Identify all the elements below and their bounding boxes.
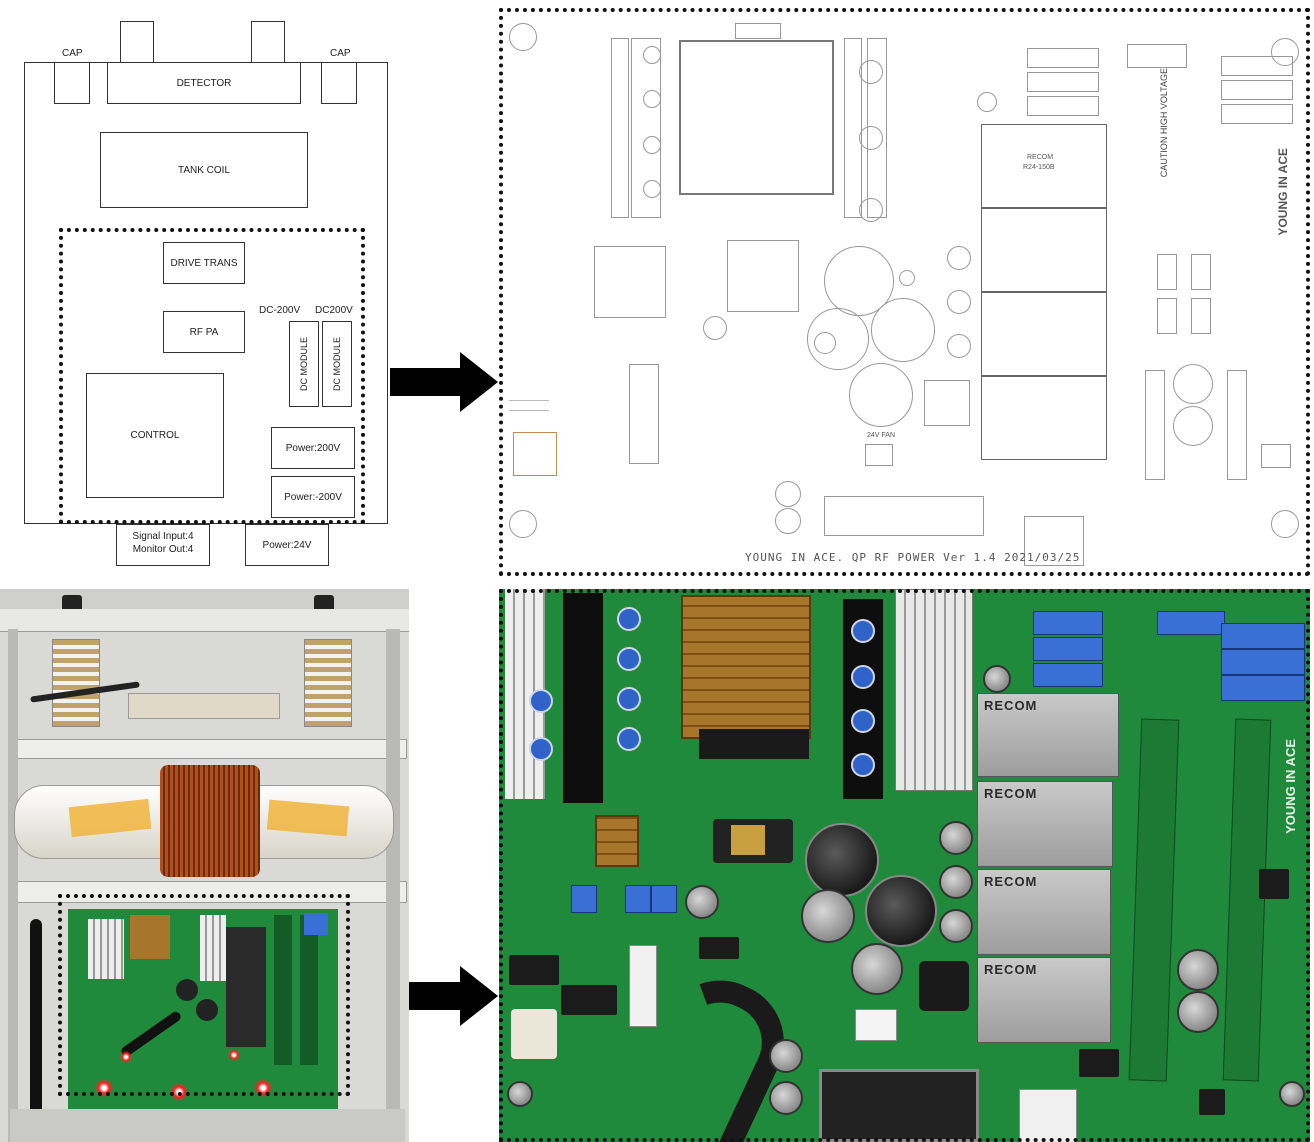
board-photo: RECOM RECOM RECOM RECOM YOUNG IN ACE bbox=[499, 589, 1310, 1142]
dc-module-2-box: DC MODULE bbox=[322, 321, 352, 407]
pcb-layout-frame bbox=[499, 8, 1310, 576]
drive-trans-label: DRIVE TRANS bbox=[170, 257, 238, 269]
power-200v-label: Power:200V bbox=[285, 442, 341, 454]
top-connector-left bbox=[120, 21, 154, 63]
monitor-out-label: Monitor Out:4 bbox=[132, 544, 194, 555]
power-minus-200v-label: Power:-200V bbox=[284, 491, 342, 503]
board-recom-label-2: RECOM bbox=[984, 786, 1038, 801]
power-200v-box: Power:200V bbox=[271, 427, 355, 469]
dc-minus-200v-label: DC-200V bbox=[259, 305, 301, 316]
detector-box: DETECTOR bbox=[107, 62, 301, 104]
pcb-recom-label: RECOM bbox=[1027, 154, 1054, 161]
board-photo-frame bbox=[499, 589, 1310, 1142]
rf-pa-label: RF PA bbox=[189, 326, 219, 338]
cap-right-box bbox=[321, 62, 357, 104]
board-recom-label-1: RECOM bbox=[984, 698, 1038, 713]
drive-trans-box: DRIVE TRANS bbox=[163, 242, 245, 284]
board-boundary bbox=[59, 228, 365, 524]
arrow-right-bottom bbox=[345, 966, 498, 1026]
power-minus-200v-box: Power:-200V bbox=[271, 476, 355, 518]
dc-200v-label: DC200V bbox=[315, 305, 353, 316]
board-recom-label-3: RECOM bbox=[984, 874, 1038, 889]
dc-module-1-label: DC MODULE bbox=[299, 336, 309, 391]
pcb-footer-text: YOUNG IN ACE. QP RF POWER Ver 1.4 2021/0… bbox=[745, 551, 1081, 564]
cap-left-box bbox=[54, 62, 90, 104]
enclosure-board-highlight bbox=[58, 894, 350, 1096]
dc-module-1-box: DC MODULE bbox=[289, 321, 319, 407]
rf-pa-box: RF PA bbox=[163, 311, 245, 353]
power-24v-label: Power:24V bbox=[262, 539, 312, 551]
pcb-fan-label: 24V FAN bbox=[867, 432, 896, 439]
detector-label: DETECTOR bbox=[176, 77, 232, 89]
tank-coil-label: TANK COIL bbox=[177, 164, 231, 176]
pcb-layout-drawing: RECOM R24-150B 24V FAN CAUTION HIGH VOLT… bbox=[499, 8, 1310, 576]
pcb-brand-label: YOUNG IN ACE bbox=[1276, 148, 1290, 236]
cap-left-label: CAP bbox=[62, 48, 83, 59]
control-label: CONTROL bbox=[130, 430, 180, 441]
signal-input-label: Signal Input:4 bbox=[132, 531, 194, 542]
dc-module-2-label: DC MODULE bbox=[332, 336, 342, 391]
top-connector-right bbox=[251, 21, 285, 63]
board-recom-label-4: RECOM bbox=[984, 962, 1038, 977]
cap-right-label: CAP bbox=[330, 48, 351, 59]
pcb-caution-label: CAUTION HIGH VOLTAGE bbox=[1159, 68, 1169, 178]
power-24v-box: Power:24V bbox=[245, 524, 329, 566]
signal-connector-box: Signal Input:4 Monitor Out:4 bbox=[116, 524, 210, 566]
arrow-right-top bbox=[390, 352, 498, 412]
control-box: CONTROL bbox=[86, 373, 224, 498]
tank-coil-box: TANK COIL bbox=[100, 132, 308, 208]
enclosure-photo bbox=[0, 589, 409, 1142]
pcb-recom-model: R24-150B bbox=[1023, 164, 1055, 171]
